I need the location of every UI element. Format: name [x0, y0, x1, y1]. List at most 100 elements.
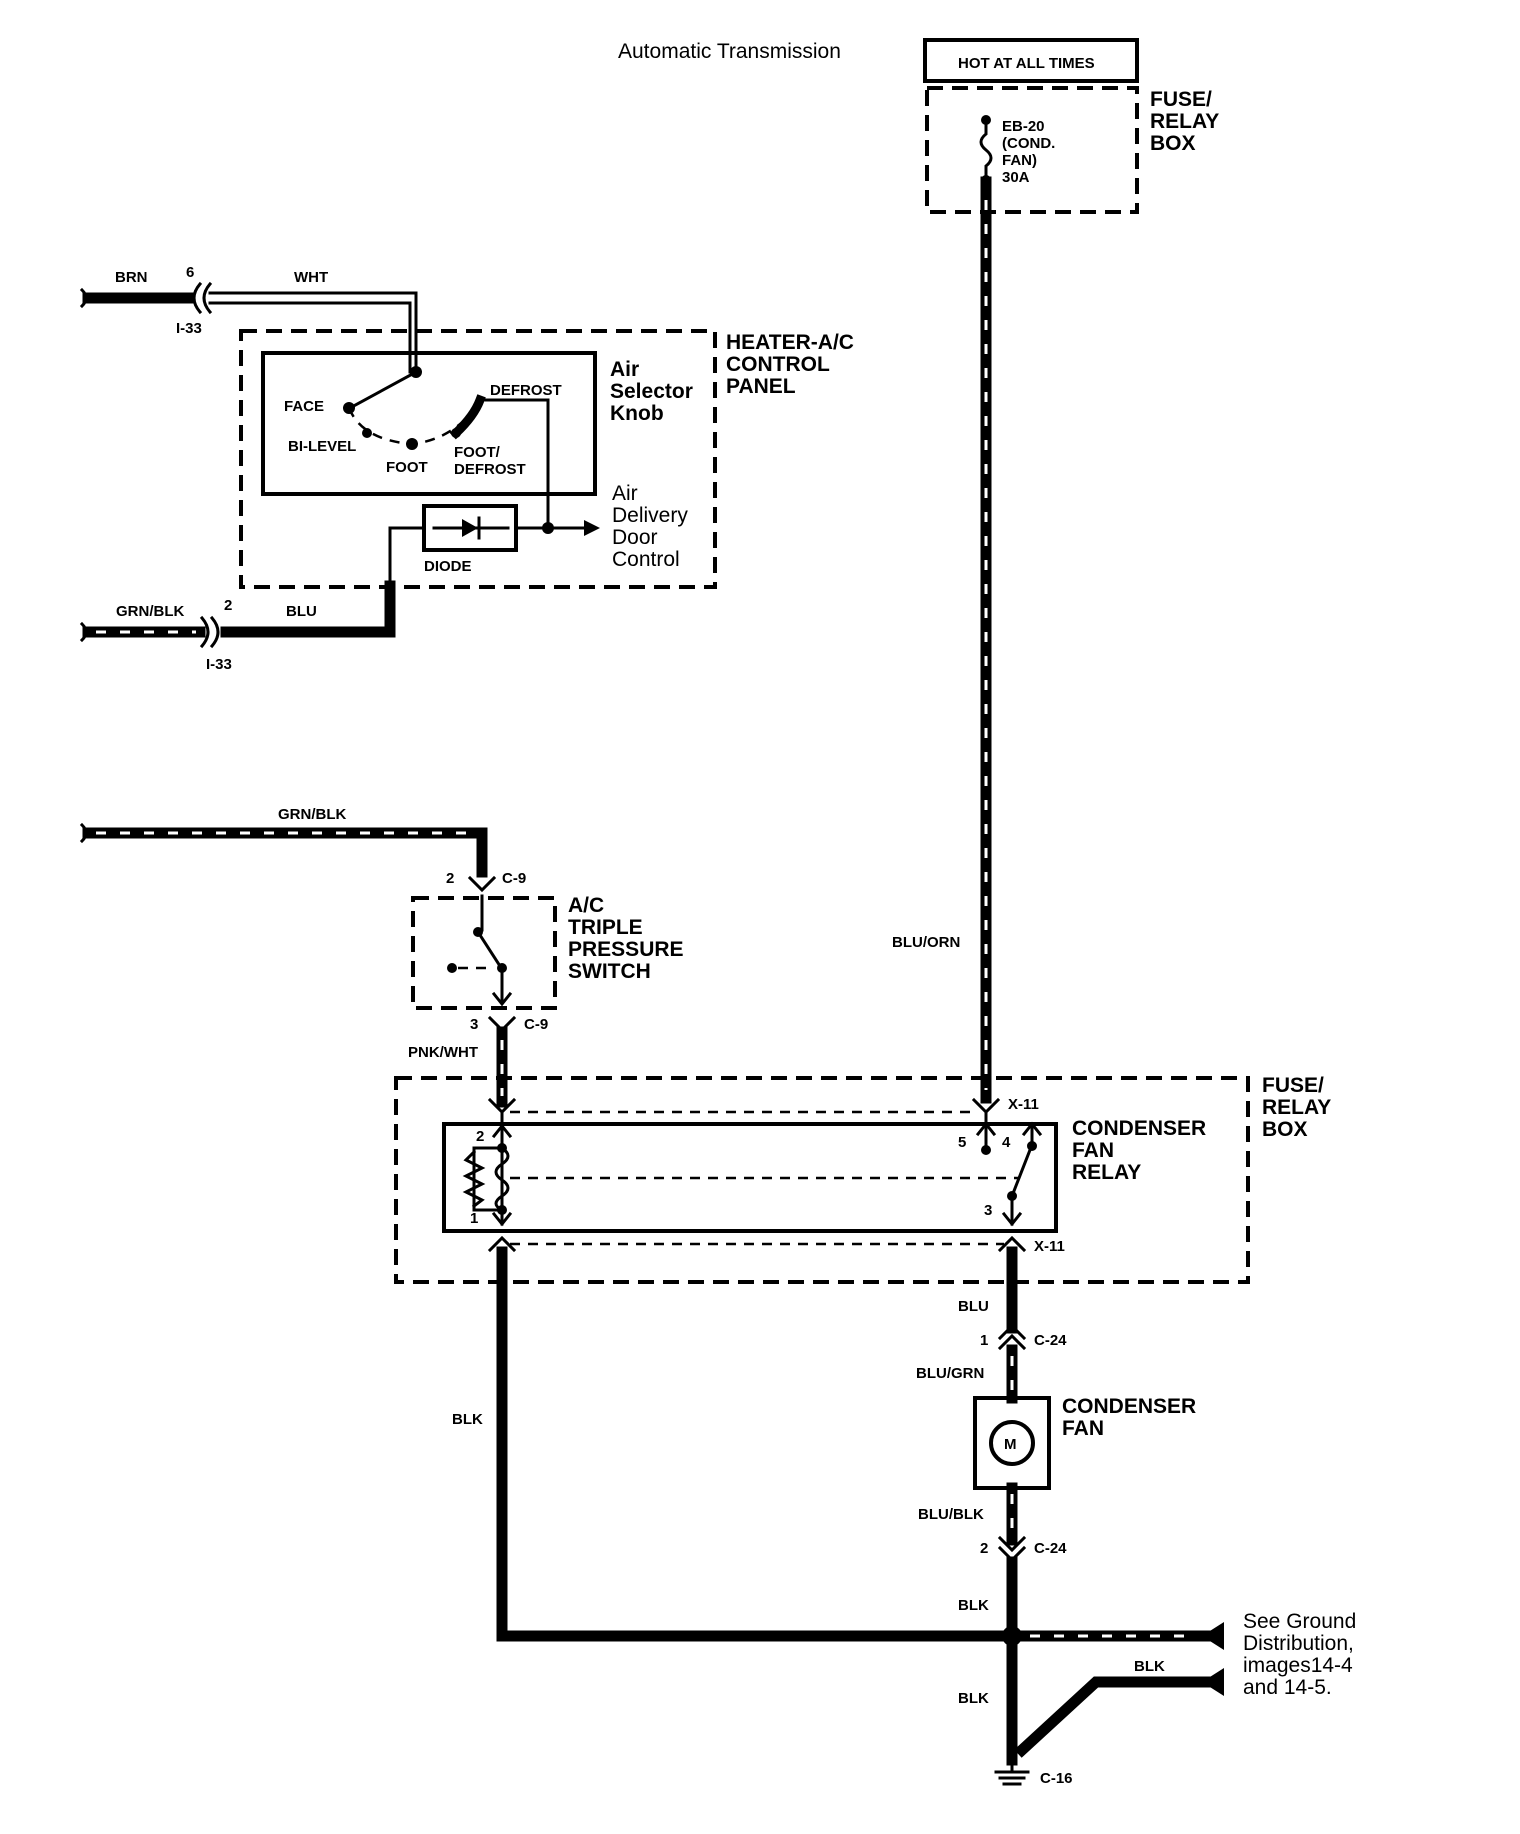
ground-arrow-lower [1202, 1668, 1224, 1696]
hot-at-all-times-box [923, 38, 1139, 83]
fuse-relay-box-top [925, 86, 1139, 214]
relay-label-2: FAN [1072, 1139, 1114, 1162]
pressure-switch-label-3: PRESSURE [568, 938, 684, 961]
c9-bottom-pin: 3 [470, 1016, 478, 1033]
bilevel-contact [362, 428, 372, 438]
i33-label-a: I-33 [176, 320, 202, 337]
pin4-contact [1027, 1141, 1037, 1151]
coil-arrow-top [491, 1123, 513, 1139]
connector-i33-pin2 [199, 615, 220, 649]
pin3-arrow [1001, 1211, 1023, 1227]
pin5-contact [981, 1145, 991, 1155]
switch-bottom-arrow [491, 991, 513, 1007]
coil-arrow-bottom [491, 1211, 513, 1227]
c9-top-connector [467, 875, 497, 893]
delivery-label-2: Delivery [612, 504, 688, 527]
blu-label-top: BLU [286, 603, 317, 620]
blu-label-fan: BLU [958, 1298, 989, 1315]
wht-wire-inner [208, 301, 412, 374]
blu-wire [220, 580, 396, 638]
grn-blk-label-mid: GRN/BLK [278, 806, 346, 823]
fuse-eb20-symbol [979, 118, 993, 182]
grn-blk-wire-mid [82, 827, 488, 878]
wht-label: WHT [294, 269, 328, 286]
ground-arrow-upper [1202, 1622, 1224, 1650]
ground-note-2: Distribution, [1243, 1632, 1354, 1655]
switch-open-contact [447, 963, 457, 973]
control-panel-label-1: HEATER-A/C [726, 331, 854, 354]
ground-label: C-16 [1040, 1770, 1073, 1787]
relay-box-label-3: BOX [1262, 1118, 1308, 1141]
fuse-box-top-label-1: FUSE/ [1150, 88, 1212, 111]
x11-bottom-connector-right [997, 1235, 1027, 1253]
fuse-relay-box-lower [394, 1076, 1250, 1284]
c9-top-pin: 2 [446, 870, 454, 887]
relay-label-3: RELAY [1072, 1161, 1141, 1184]
fuse-box-top-label-2: RELAY [1150, 110, 1219, 133]
defrost-label: DEFROST [490, 382, 562, 399]
blu-blk-label: BLU/BLK [918, 1506, 984, 1523]
relay-pin3-label: 3 [984, 1202, 992, 1219]
knob-label-1: Air [610, 358, 639, 381]
fuse-label-2: (COND. [1002, 135, 1055, 152]
knob-label-2: Selector [610, 380, 693, 403]
foot-contact [406, 438, 418, 450]
air-selector-knob-box [261, 351, 597, 496]
delivery-label-1: Air [612, 482, 638, 505]
c24-bottom-label: C-24 [1034, 1540, 1067, 1557]
x11-bottom-connector-left [487, 1235, 517, 1253]
blk-wire-right [1014, 1676, 1216, 1758]
c24-top-label: C-24 [1034, 1332, 1067, 1349]
heater-ac-control-panel-box [239, 329, 717, 589]
relay-pin5-label: 5 [958, 1134, 966, 1151]
pressure-switch-label-4: SWITCH [568, 960, 651, 983]
motor-label: M [1004, 1436, 1017, 1453]
relay-label-1: CONDENSER [1072, 1117, 1206, 1140]
control-panel-label-2: CONTROL [726, 353, 830, 376]
pin4-arrow [1021, 1121, 1043, 1137]
x11-top-label: X-11 [1008, 1096, 1039, 1113]
fuse-label-4: 30A [1002, 169, 1030, 186]
foot-defrost-label-1: FOOT/ [454, 444, 501, 461]
foot-label: FOOT [386, 459, 428, 476]
connector-i33-pin6 [192, 281, 213, 315]
blk-upper-label: BLK [958, 1597, 989, 1614]
diode-triangle [462, 519, 478, 537]
blk-right-label: BLK [1134, 1658, 1165, 1675]
pin6-label: 6 [186, 264, 194, 281]
ground-note-4: and 14-5. [1243, 1676, 1332, 1699]
c9-top-label: C-9 [502, 870, 526, 887]
fan-label-2: FAN [1062, 1417, 1104, 1440]
relay-pin2-label: 2 [476, 1128, 484, 1145]
c24-top-connector [997, 1323, 1027, 1351]
blk-wire-left [496, 1246, 1018, 1642]
switch-blade [475, 929, 503, 969]
fan-label-1: CONDENSER [1062, 1395, 1196, 1418]
diode-left-lead [388, 526, 426, 588]
relay-box-label-2: RELAY [1262, 1096, 1331, 1119]
brn-label: BRN [115, 269, 148, 286]
face-label: FACE [284, 398, 324, 415]
knob-arm [347, 369, 419, 411]
ground-note-3: images14-4 [1243, 1654, 1353, 1677]
diode-label: DIODE [424, 558, 472, 575]
x11-top-connector-left [487, 1097, 517, 1115]
fan-motor-icon [989, 1420, 1035, 1466]
fuse-label-1: EB-20 [1002, 118, 1045, 135]
wht-wire-outer [208, 291, 418, 374]
condenser-fan-relay-box [442, 1122, 1058, 1233]
c9-bottom-label: C-9 [524, 1016, 548, 1033]
relay-box-label-1: FUSE/ [1262, 1074, 1324, 1097]
blk-lower-label: BLK [958, 1690, 989, 1707]
pin2-label-top: 2 [224, 597, 232, 614]
blu-grn-label: BLU/GRN [916, 1365, 984, 1382]
pin5-arrow [975, 1121, 997, 1137]
control-panel-label-3: PANEL [726, 375, 796, 398]
grn-blk-label-top: GRN/BLK [116, 603, 184, 620]
fuse-box-top-label-3: BOX [1150, 132, 1196, 155]
pressure-switch-label-2: TRIPLE [568, 916, 643, 939]
pressure-switch-box [411, 896, 557, 1010]
delivery-arrow [584, 520, 600, 536]
ground-icon [994, 1758, 1030, 1786]
